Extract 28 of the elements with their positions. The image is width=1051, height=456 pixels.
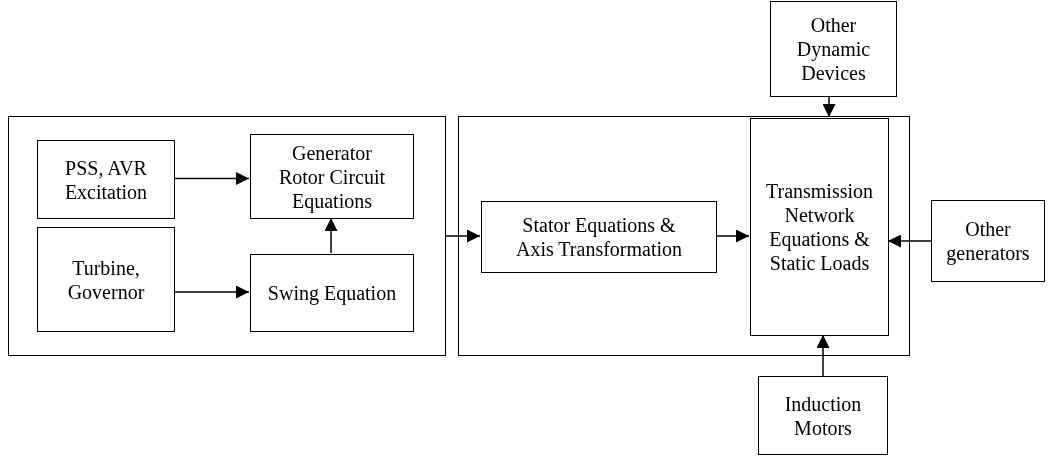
group-box: [458, 116, 910, 356]
process-box: [250, 254, 414, 332]
process-box: [750, 118, 889, 336]
box-label: Generator Rotor Circuit Equations: [277, 140, 387, 213]
arrow: [173, 285, 250, 299]
arrow: [173, 172, 250, 185]
arrow: [324, 217, 338, 254]
arrow: [715, 229, 750, 243]
box-label: Induction Motors: [783, 391, 863, 440]
process-box: [37, 227, 175, 332]
box-label: Stator Equations & Axis Transformation: [514, 213, 684, 261]
arrow: [887, 234, 932, 248]
group-box: [8, 116, 446, 356]
process-box: [37, 140, 175, 219]
arrow: [822, 96, 836, 118]
process-box: [758, 376, 888, 455]
box-label: Transmission Network Equations & Static Loads: [764, 179, 875, 275]
box-label: PSS, AVR Excitation: [63, 155, 149, 204]
process-box: [250, 134, 414, 219]
box-label: Turbine, Governor: [66, 255, 146, 304]
box-label: Other generators: [945, 217, 1031, 265]
process-box: [481, 201, 717, 273]
box-label: Other Dynamic Devices: [795, 13, 872, 85]
process-box: [931, 200, 1045, 282]
arrow: [445, 229, 481, 243]
arrow: [816, 334, 830, 377]
box-label: Swing Equation: [266, 281, 398, 305]
process-box: [770, 1, 897, 97]
